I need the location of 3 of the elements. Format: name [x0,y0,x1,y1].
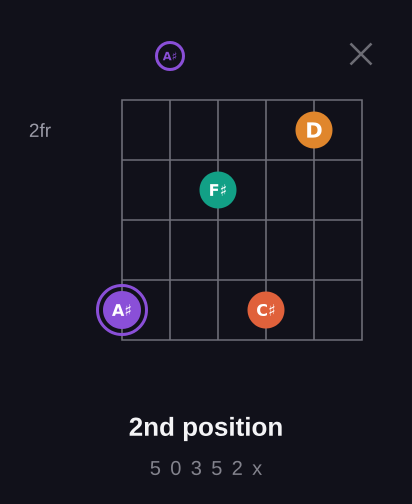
title: 2nd position [130,416,282,442]
fret-label: 2fr [30,123,51,137]
fingering-label: 5 0 3 5 2 x [150,460,262,476]
